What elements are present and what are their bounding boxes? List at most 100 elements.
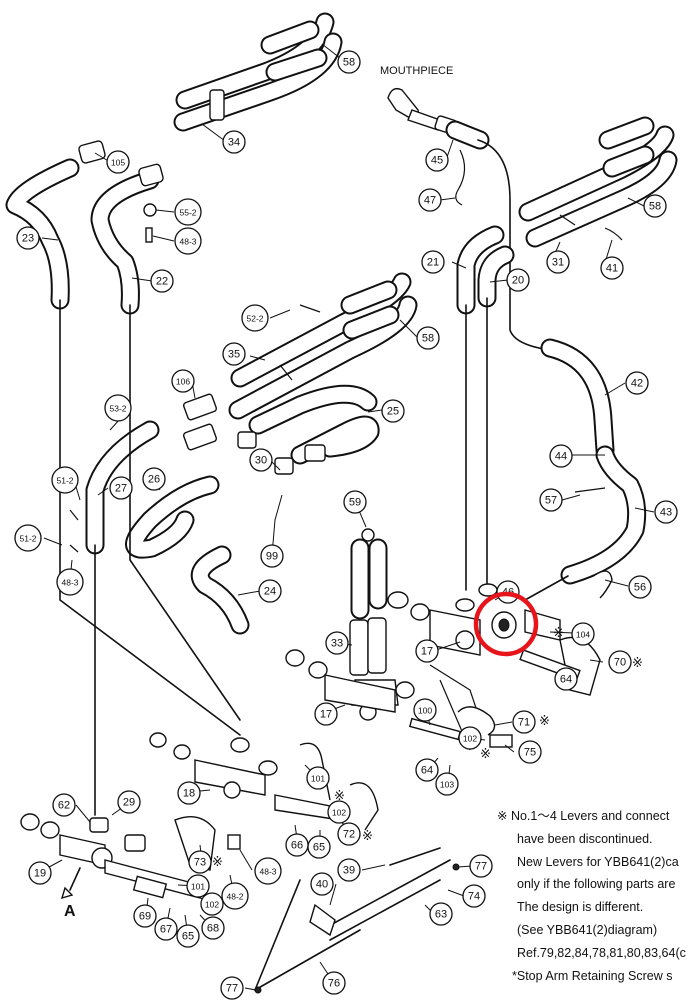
mouthpiece-label: MOUTHPIECE bbox=[380, 65, 453, 77]
callout-circle bbox=[142, 467, 166, 491]
callout-circle bbox=[221, 882, 249, 910]
callout-circle bbox=[258, 579, 282, 603]
callout-number: 53-2 bbox=[109, 404, 126, 414]
callout-number: 75 bbox=[524, 747, 536, 759]
callout-circle bbox=[512, 710, 536, 734]
callout-19: 19 bbox=[28, 861, 52, 885]
callout-51-2: 51-2 bbox=[14, 524, 42, 552]
callout-29: 29 bbox=[117, 790, 141, 814]
callout-number: 65 bbox=[182, 931, 194, 943]
callout-43: 43 bbox=[654, 500, 678, 524]
callout-circle bbox=[429, 902, 453, 926]
callout-circle bbox=[306, 766, 330, 790]
callout-48-3: 48-3 bbox=[56, 568, 84, 596]
callout-number: 23 bbox=[22, 233, 34, 245]
callout-number: 40 bbox=[316, 879, 328, 891]
callout-circle bbox=[418, 188, 442, 212]
mark-symbol: ※ bbox=[334, 789, 345, 804]
tube-21-20 bbox=[456, 225, 515, 591]
callout-69: 69 bbox=[133, 904, 157, 928]
callout-59: 59 bbox=[343, 490, 367, 514]
callout-circle bbox=[16, 226, 40, 250]
callout-25: 25 bbox=[381, 399, 405, 423]
callout-circle bbox=[600, 256, 624, 280]
callout-56: 56 bbox=[628, 575, 652, 599]
callout-circle bbox=[381, 399, 405, 423]
callout-67: 67 bbox=[154, 917, 178, 941]
callout-number: 24 bbox=[264, 586, 276, 598]
callout-77: 77 bbox=[220, 976, 244, 1000]
callout-circle bbox=[150, 269, 174, 293]
callout-57: 57 bbox=[539, 488, 563, 512]
callout-34: 34 bbox=[222, 130, 246, 154]
callout-number: 69 bbox=[139, 911, 151, 923]
callout-circle bbox=[314, 702, 338, 726]
callout-number: 71 bbox=[518, 717, 530, 729]
callout-number: 102 bbox=[463, 734, 477, 744]
callout-73: 73 bbox=[188, 850, 212, 874]
callout-circle bbox=[415, 639, 439, 663]
valve-block-bottom bbox=[20, 813, 460, 994]
callout-number: 56 bbox=[634, 582, 646, 594]
callout-circle bbox=[52, 793, 76, 817]
callout-circle bbox=[421, 250, 445, 274]
callout-number: 31 bbox=[552, 257, 564, 269]
callout-68: 68 bbox=[201, 916, 225, 940]
callout-circle bbox=[539, 488, 563, 512]
callout-circle bbox=[249, 448, 273, 472]
callout-number: 21 bbox=[427, 257, 439, 269]
callout-circle bbox=[469, 854, 493, 878]
callout-number: 58 bbox=[343, 57, 355, 69]
callout-26: 26 bbox=[142, 467, 166, 491]
callout-circle bbox=[186, 874, 210, 898]
callout-circle bbox=[260, 544, 284, 568]
callout-number: 77 bbox=[475, 861, 487, 873]
callout-circle bbox=[222, 130, 246, 154]
callout-40: 40 bbox=[310, 872, 334, 896]
callout-64: 64 bbox=[554, 667, 578, 691]
callout-58: 58 bbox=[643, 194, 667, 218]
callout-number: 58 bbox=[422, 333, 434, 345]
callout-circle bbox=[628, 575, 652, 599]
callout-circle bbox=[435, 772, 459, 796]
callout-circle bbox=[322, 971, 346, 995]
valve-block-right bbox=[387, 583, 601, 751]
callout-45: 45 bbox=[425, 148, 449, 172]
callout-100: 100 bbox=[413, 698, 437, 722]
callout-number: 48-2 bbox=[226, 892, 243, 902]
callout-circle bbox=[154, 917, 178, 941]
callout-number: 42 bbox=[631, 378, 643, 390]
callout-number: 100 bbox=[418, 706, 432, 716]
callout-number: 105 bbox=[111, 158, 125, 168]
callout-number: 29 bbox=[123, 797, 135, 809]
callout-circle bbox=[200, 892, 224, 916]
callout-number: 58 bbox=[649, 201, 661, 213]
callout-number: 17 bbox=[320, 709, 332, 721]
callout-circle bbox=[327, 800, 351, 824]
callout-circle bbox=[310, 872, 334, 896]
callout-number: 34 bbox=[228, 137, 240, 149]
callout-number: 76 bbox=[328, 978, 340, 990]
callout-39: 39 bbox=[337, 858, 361, 882]
callout-number: 48-3 bbox=[179, 237, 196, 247]
callout-65: 65 bbox=[307, 835, 331, 859]
callout-number: 17 bbox=[421, 646, 433, 658]
note-line: only if the following parts are bbox=[517, 877, 675, 891]
tube-group-top-right bbox=[518, 116, 678, 248]
callout-circle bbox=[458, 726, 482, 750]
callout-21: 21 bbox=[421, 250, 445, 274]
callout-circle bbox=[106, 150, 130, 174]
callout-74: 74 bbox=[462, 884, 486, 908]
callout-circle bbox=[117, 790, 141, 814]
mark-symbol: ※ bbox=[553, 626, 564, 641]
callout-number: 51-2 bbox=[19, 534, 36, 544]
callout-65: 65 bbox=[176, 924, 200, 948]
callout-number: 101 bbox=[311, 774, 325, 784]
callout-101: 101 bbox=[306, 766, 330, 790]
callout-circle bbox=[51, 466, 79, 494]
callout-circle bbox=[176, 924, 200, 948]
callout-number: 30 bbox=[255, 455, 267, 467]
callout-circle bbox=[337, 858, 361, 882]
